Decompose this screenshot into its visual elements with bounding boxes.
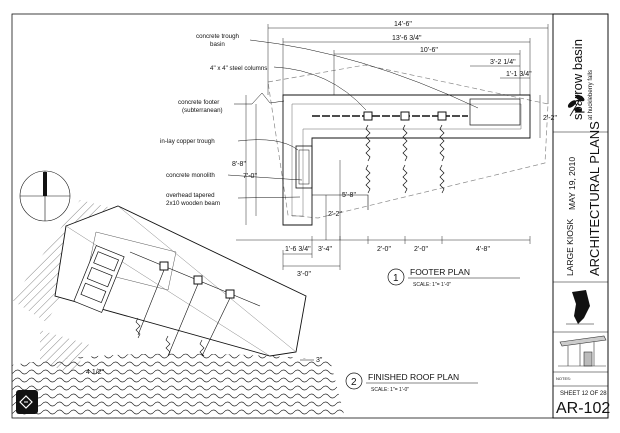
dimension-lines bbox=[236, 24, 549, 270]
footer-plan: 14'-6" 13'-6 3/4" 10'-6" 3'-2 1/4" 1'-1 … bbox=[232, 21, 557, 288]
dim-mid-b: 2'-2" bbox=[328, 211, 342, 218]
project-name: LARGE KIOSK bbox=[565, 219, 575, 276]
dim-third: 10'-6" bbox=[420, 47, 438, 54]
designer-logo bbox=[16, 390, 38, 414]
leaf-logo-icon bbox=[567, 94, 585, 117]
roof-plan-number-circle bbox=[345, 372, 363, 390]
footer-dimension-labels: 14'-6" 13'-6 3/4" 10'-6" 3'-2 1/4" 1'-1 … bbox=[232, 21, 557, 278]
callout-steel-columns: 4" x 4" steel columns bbox=[210, 65, 267, 72]
sheet-date: MAY 19, 2010 bbox=[567, 157, 577, 210]
dim-left-a: 8'-8" bbox=[232, 161, 246, 168]
footer-plan-number: 1 bbox=[393, 273, 399, 284]
callout-wooden-beam-l1: overhead tapered bbox=[166, 192, 215, 199]
callout-labels: concrete trough basin 4" x 4" steel colu… bbox=[160, 33, 267, 207]
title-block-frame bbox=[552, 13, 609, 419]
callout-wooden-beam: overhead tapered 2x10 wooden beam bbox=[166, 192, 220, 207]
dim-bottom-2: 3'-4" bbox=[318, 246, 332, 253]
roof-plan-scale: SCALE: 1"= 1'-0" bbox=[371, 387, 409, 393]
concrete-monolith bbox=[295, 145, 313, 189]
roof-outline-dashed bbox=[267, 64, 549, 219]
sheet-title: ARCHITECTURAL PLANS bbox=[587, 121, 602, 276]
trough-basin bbox=[469, 98, 521, 126]
dim-bottom-4: 2'-0" bbox=[414, 246, 428, 253]
roof-plan: 4 1/2" 3" 2 FINISHED ROOF PLAN SCALE: 1"… bbox=[12, 200, 478, 418]
roof-plan-title: FINISHED ROOF PLAN bbox=[368, 372, 459, 382]
callout-trough-basin-l2: basin bbox=[210, 41, 225, 48]
sheet-number: SHEET 12 OF 28 bbox=[560, 391, 607, 397]
roof-dim-b: 3" bbox=[316, 357, 323, 364]
footer-plan-title: FOOTER PLAN bbox=[410, 267, 470, 277]
dim-bottom-3: 2'-0" bbox=[377, 246, 391, 253]
title-block: sparrow basin at huckleberry falls MAY 1… bbox=[553, 39, 610, 417]
steel-columns bbox=[363, 111, 447, 194]
firm-name: sparrow basin bbox=[570, 39, 585, 120]
roof-dim-a: 4 1/2" bbox=[86, 369, 105, 376]
footer-plan-scale: SCALE: 1"= 1'-0" bbox=[413, 282, 451, 288]
dim-right-b: 1'-1 3/4" bbox=[506, 71, 532, 78]
dim-mid-a: 5'-8" bbox=[342, 192, 356, 199]
north-arrow bbox=[19, 170, 71, 222]
callout-concrete-footer: concrete footer (subterranean) bbox=[178, 99, 223, 114]
dim-bottom-1: 1'-6 3/4" bbox=[285, 246, 311, 253]
callout-concrete-footer-l1: concrete footer bbox=[178, 99, 219, 106]
callout-concrete-monolith: concrete monolith bbox=[166, 172, 215, 179]
firm-subtitle: at huckleberry falls bbox=[588, 70, 594, 120]
dim-right-side: 2'-2" bbox=[543, 115, 557, 122]
dim-bottom-total: 3'-0" bbox=[297, 271, 311, 278]
roof-grate bbox=[73, 245, 125, 313]
leader-lines bbox=[227, 39, 479, 199]
roof-plan-number: 2 bbox=[351, 377, 357, 388]
dim-overall-top: 14'-6" bbox=[394, 21, 412, 28]
callout-trough-basin-l1: concrete trough bbox=[196, 33, 240, 40]
callout-trough-basin: concrete trough basin bbox=[196, 33, 241, 48]
ground-wave-hatch bbox=[12, 353, 345, 418]
callout-copper-trough: in-lay copper trough bbox=[160, 138, 215, 145]
dim-second: 13'-6 3/4" bbox=[392, 35, 422, 42]
footer-plan-number-circle bbox=[387, 268, 405, 286]
callout-concrete-footer-l2: (subterranean) bbox=[182, 107, 223, 114]
figure-sketch-icon bbox=[566, 290, 594, 325]
callout-wooden-beam-l2: 2x10 wooden beam bbox=[166, 200, 220, 207]
notes-label: NOTES: bbox=[556, 376, 571, 381]
dim-right-a: 3'-2 1/4" bbox=[490, 59, 516, 66]
drawing-number: AR-102 bbox=[556, 400, 610, 417]
kiosk-render-icon bbox=[558, 335, 607, 367]
dim-bottom-5: 4'-8" bbox=[476, 246, 490, 253]
